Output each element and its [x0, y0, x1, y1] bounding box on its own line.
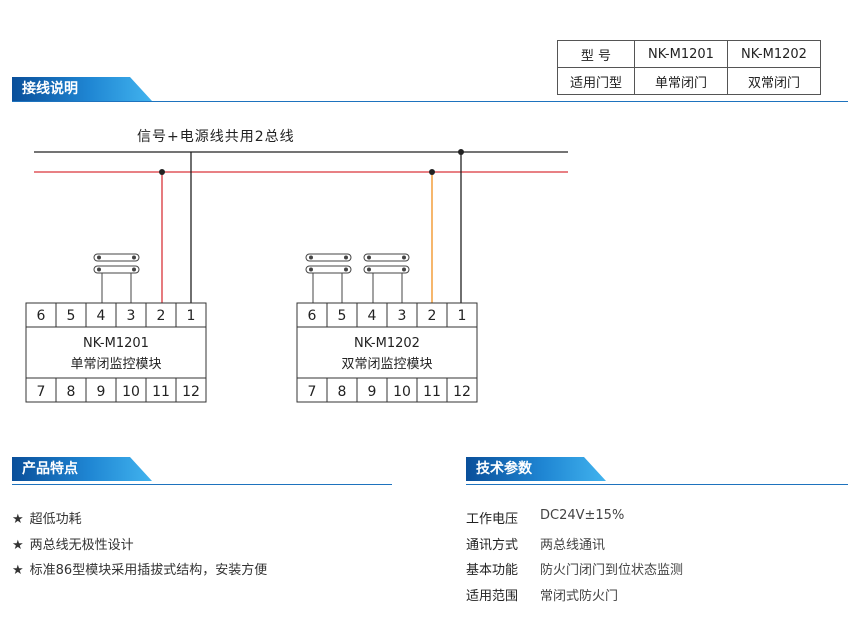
module-name: 双常闭监控模块 — [341, 357, 432, 372]
door-sensor-icon — [93, 253, 140, 274]
list-item: ★超低功耗 — [12, 512, 82, 527]
features-section-title: 产品特点 — [12, 457, 152, 481]
terminal-label: 3 — [127, 308, 136, 324]
spec-label: 通讯方式 — [466, 538, 519, 553]
spec-value: 防火门闭门到位状态监测 — [540, 563, 684, 578]
terminal-label: 11 — [152, 384, 170, 400]
door-sensor-icon — [305, 253, 352, 274]
spec-label: 工作电压 — [466, 512, 519, 527]
star-icon: ★ — [12, 538, 24, 553]
spec-label: 基本功能 — [466, 563, 519, 578]
table-cell-double-door: 双常闭门 — [727, 67, 821, 95]
table-row: 适用门型 单常闭门 双常闭门 — [557, 67, 821, 95]
module-nk-m1201: 6 5 4 3 2 1 NK-M1201 单常闭监控模块 7 8 9 10 11… — [25, 302, 207, 403]
terminal-label: 9 — [97, 384, 106, 400]
junction-dot — [159, 169, 165, 175]
star-icon: ★ — [12, 563, 24, 578]
module-name: 单常闭监控模块 — [70, 357, 161, 372]
table-header-model: 型 号 — [557, 40, 635, 68]
model-table: 型 号 NK-M1201 NK-M1202 适用门型 单常闭门 双常闭门 — [557, 40, 821, 95]
terminal-label: 4 — [97, 308, 106, 324]
table-row: 型 号 NK-M1201 NK-M1202 — [557, 40, 821, 68]
table-cell-m1201: NK-M1201 — [634, 40, 728, 68]
spec-value: 常闭式防火门 — [540, 589, 619, 604]
terminal-label: 10 — [122, 384, 140, 400]
star-icon: ★ — [12, 512, 24, 527]
terminal-label: 2 — [157, 308, 166, 324]
wiring-divider — [12, 101, 848, 102]
wiring-diagram: 6 5 4 3 2 1 NK-M1201 单常闭监控模块 7 8 9 10 11… — [25, 149, 568, 403]
terminal-label: 7 — [37, 384, 46, 400]
module-model: NK-M1201 — [83, 336, 149, 351]
terminal-label: 1 — [458, 308, 467, 324]
terminal-label: 3 — [398, 308, 407, 324]
terminal-label: 11 — [423, 384, 441, 400]
terminal-label: 7 — [308, 384, 317, 400]
spec-value: DC24V±15% — [540, 508, 625, 523]
junction-dot — [458, 149, 464, 155]
terminal-label: 8 — [67, 384, 76, 400]
terminal-label: 6 — [308, 308, 317, 324]
specs-section-title: 技术参数 — [466, 457, 606, 481]
module-model: NK-M1202 — [354, 336, 420, 351]
terminal-label: 9 — [368, 384, 377, 400]
terminal-label: 2 — [428, 308, 437, 324]
features-divider — [12, 484, 392, 485]
bus-label: 信号+电源线共用2总线 — [137, 129, 295, 145]
terminal-label: 1 — [187, 308, 196, 324]
spec-value: 两总线通讯 — [540, 538, 606, 553]
terminal-label: 12 — [453, 384, 471, 400]
module-nk-m1202: 6 5 4 3 2 1 NK-M1202 双常闭监控模块 7 8 9 10 11… — [296, 302, 478, 403]
terminal-label: 6 — [37, 308, 46, 324]
list-item: ★标准86型模块采用插拔式结构，安装方便 — [12, 563, 268, 578]
terminal-label: 5 — [338, 308, 347, 324]
terminal-label: 5 — [67, 308, 76, 324]
terminal-label: 12 — [182, 384, 200, 400]
list-item: ★两总线无极性设计 — [12, 538, 134, 553]
terminal-label: 8 — [338, 384, 347, 400]
specs-divider — [466, 484, 848, 485]
door-sensor-icon — [363, 253, 410, 274]
terminal-label: 10 — [393, 384, 411, 400]
table-header-door-type: 适用门型 — [557, 67, 635, 95]
terminal-label: 4 — [368, 308, 377, 324]
junction-dot — [429, 169, 435, 175]
wiring-section-title: 接线说明 — [12, 77, 152, 101]
spec-label: 适用范围 — [466, 589, 519, 604]
